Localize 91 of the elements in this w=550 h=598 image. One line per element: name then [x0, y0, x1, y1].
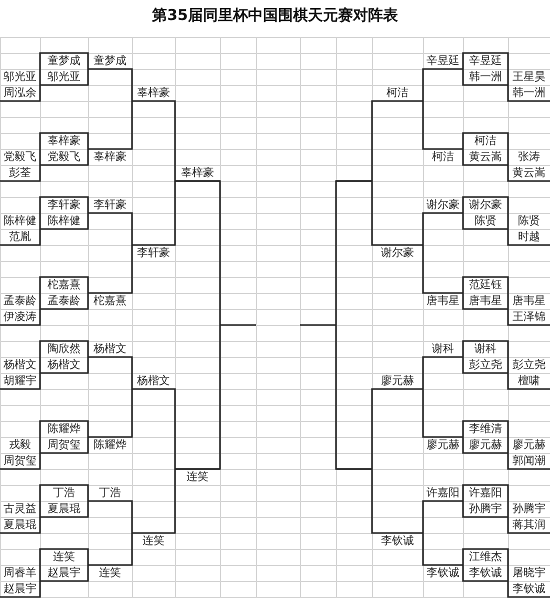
player-name: 陈贤 [518, 214, 540, 228]
player-name: 陈梓健 [48, 214, 80, 228]
player-name: 韩一洲 [469, 70, 502, 84]
player-name: 唐韦星 [512, 294, 546, 308]
player-name: 辜梓豪 [94, 150, 126, 164]
player-name: 孟泰龄 [48, 294, 80, 308]
player-name: 党毅飞 [48, 150, 80, 164]
player-name: 陈耀烨 [94, 438, 126, 452]
player-name: 彭荃 [9, 166, 31, 180]
player-name: 辛昱廷 [426, 54, 460, 68]
player-name: 谢科 [474, 342, 496, 356]
player-name: 韩一洲 [512, 86, 546, 100]
player-name: 李轩豪 [94, 198, 126, 212]
player-name: 谢科 [432, 342, 454, 356]
player-name: 廖元赫 [469, 438, 502, 452]
player-name: 陈贤 [474, 214, 496, 228]
player-name: 夏晨琨 [4, 518, 36, 532]
player-name: 李轩豪 [137, 246, 170, 260]
player-name: 丁浩 [53, 486, 75, 500]
player-name: 杨楷文 [4, 358, 36, 372]
player-name: 连笑 [142, 534, 164, 548]
player-name: 丁浩 [99, 486, 121, 500]
player-name: 谢尔豪 [426, 198, 460, 212]
player-name: 辛昱廷 [469, 54, 502, 68]
player-name: 檀啸 [518, 374, 540, 388]
player-name: 夏晨琨 [48, 502, 80, 516]
player-name: 伊凌涛 [4, 310, 36, 324]
player-name: 孙腾宇 [512, 502, 546, 516]
player-name: 李钦诚 [426, 566, 460, 580]
player-name: 王星昊 [512, 70, 546, 84]
player-name: 戎毅 [9, 438, 31, 452]
player-name: 连笑 [186, 470, 208, 484]
player-name: 柁嘉熹 [48, 278, 80, 292]
player-name: 童梦成 [48, 54, 80, 68]
player-name: 辜梓豪 [137, 86, 170, 100]
player-name: 黄云嵩 [469, 150, 502, 164]
player-name: 李轩豪 [48, 198, 80, 212]
player-name: 赵晨宇 [4, 582, 36, 596]
player-name: 柯洁 [474, 134, 496, 148]
player-name: 童梦成 [94, 54, 126, 68]
player-name: 李钦诚 [469, 566, 502, 580]
player-name: 谢尔豪 [469, 198, 502, 212]
player-name: 党毅飞 [4, 150, 36, 164]
player-name: 许嘉阳 [426, 486, 460, 500]
player-name: 彭立尧 [512, 358, 546, 372]
player-name: 郭闻潮 [512, 454, 546, 468]
player-name: 周睿羊 [4, 566, 36, 580]
player-name: 周泓余 [4, 86, 36, 100]
player-name: 陈梓健 [4, 214, 36, 228]
player-name: 邬光亚 [48, 70, 80, 84]
player-name: 周贺玺 [48, 438, 80, 452]
player-name: 王泽锦 [512, 310, 546, 324]
player-name: 连笑 [99, 566, 121, 580]
player-name: 柁嘉熹 [94, 294, 126, 308]
player-name: 周贺玺 [4, 454, 36, 468]
player-name: 连笑 [53, 550, 75, 564]
player-name: 辜梓豪 [48, 134, 80, 148]
player-name: 陶欣然 [48, 342, 80, 356]
player-name: 范胤 [9, 230, 31, 244]
player-name: 屠晓宇 [512, 566, 546, 580]
player-name: 李钦诚 [381, 534, 414, 548]
player-name: 江维杰 [469, 550, 502, 564]
player-name: 孟泰龄 [4, 294, 36, 308]
player-name: 蒋其润 [512, 518, 546, 532]
player-name: 许嘉阳 [469, 486, 502, 500]
table-title: 第35届同里杯中国围棋天元赛对阵表 [151, 6, 399, 25]
player-name: 廖元赫 [381, 374, 414, 388]
player-name: 廖元赫 [426, 438, 460, 452]
player-name: 彭立尧 [469, 358, 502, 372]
player-name: 黄云嵩 [512, 166, 546, 180]
player-name: 孙腾宇 [469, 502, 502, 516]
player-name: 辜梓豪 [181, 166, 214, 180]
player-name: 古灵益 [4, 502, 36, 516]
player-name: 陈耀烨 [48, 422, 80, 436]
player-name: 赵晨宇 [48, 566, 80, 580]
player-name: 廖元赫 [512, 438, 546, 452]
player-name: 张涛 [518, 150, 540, 164]
player-name: 唐韦星 [426, 294, 460, 308]
player-name: 范廷钰 [469, 278, 502, 292]
player-name: 杨楷文 [137, 374, 170, 388]
player-name: 柯洁 [432, 150, 454, 164]
player-name: 李钦诚 [512, 582, 546, 596]
player-name: 唐韦星 [469, 294, 502, 308]
player-name: 杨楷文 [94, 342, 126, 356]
player-name: 邬光亚 [4, 70, 36, 84]
player-name: 李维清 [469, 422, 502, 436]
player-name: 胡耀宇 [4, 374, 36, 388]
player-name: 杨楷文 [48, 358, 80, 372]
player-name: 谢尔豪 [381, 246, 414, 260]
player-name: 柯洁 [386, 86, 408, 100]
player-name: 时越 [518, 230, 540, 244]
